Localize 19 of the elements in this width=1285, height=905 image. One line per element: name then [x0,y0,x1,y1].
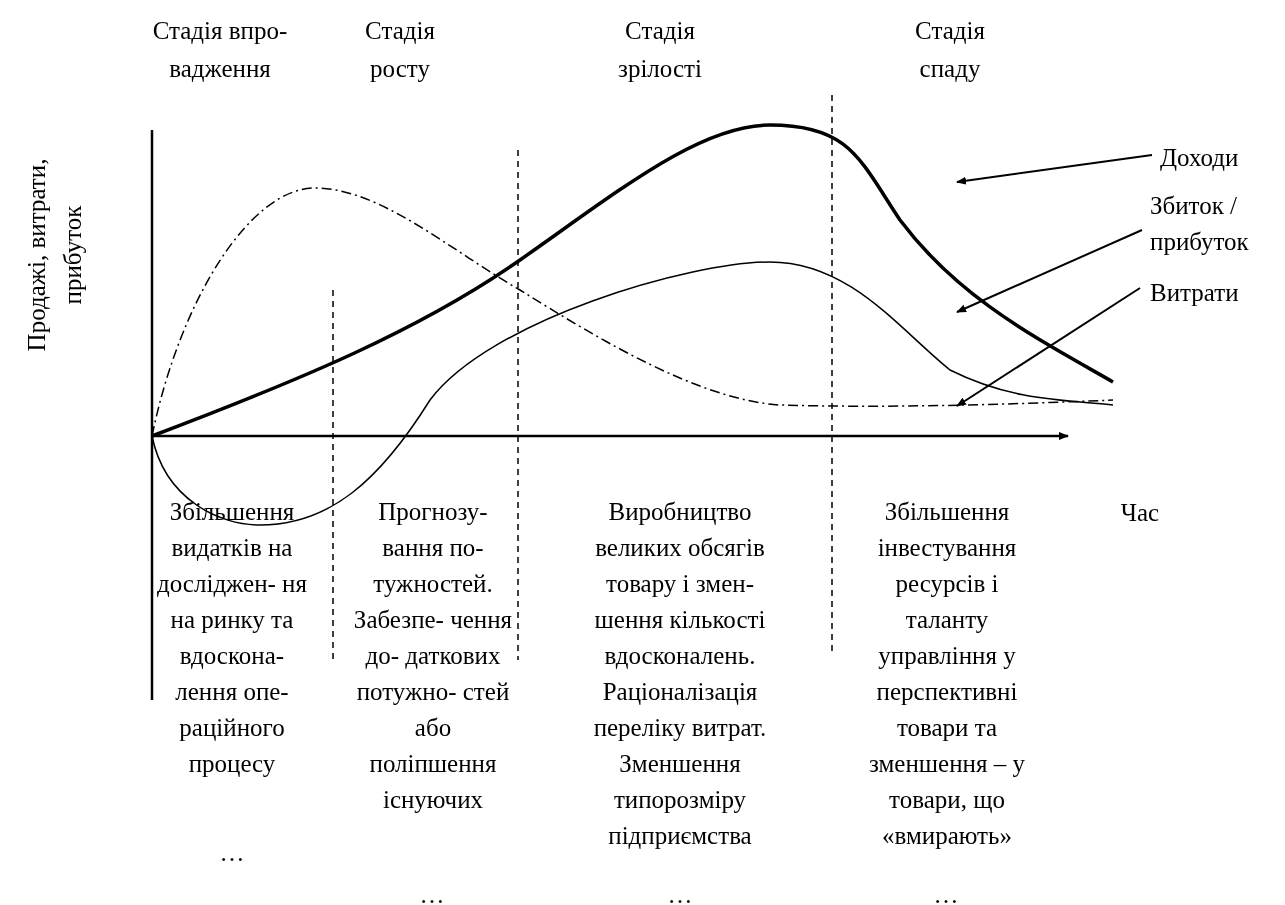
leader-arrow [956,287,1141,407]
stage-heading: Стадія зрілості [617,16,703,84]
stage-description: Збільшення інвестування ресурсів і таланту управління у перспективні товари та зменшення – у товари, що «вмирають» [868,497,1026,851]
ellipsis: … [418,880,446,905]
profit-label: Збиток / прибуток [1150,188,1285,260]
revenue-label: Доходи [1160,140,1270,176]
ellipsis: … [666,880,694,905]
stage-heading: Стадія росту [364,16,436,84]
ellipsis: … [932,880,960,905]
stage-description: Прогнозу- вання по- тужностей. Забезпе- чення до- даткових потужно- стей або поліпшення існуючих [352,497,514,815]
stage-description: Виробництво великих обсягів товару і змен- шення кількості вдосконалень. Раціоналізація переліку витрат. Зменшення типорозміру підприємства [592,497,768,851]
stage-heading: Стадія впро- вадження [151,16,289,84]
cost-label: Витрати [1150,275,1270,311]
leader-arrow [956,154,1153,185]
axis-label: Продажі, витрати, прибуток [22,157,87,354]
stage-heading: Стадія спаду [914,16,986,84]
axis-label: Час [1119,498,1161,528]
leader-arrow [956,229,1143,313]
ellipsis: … [218,838,246,868]
